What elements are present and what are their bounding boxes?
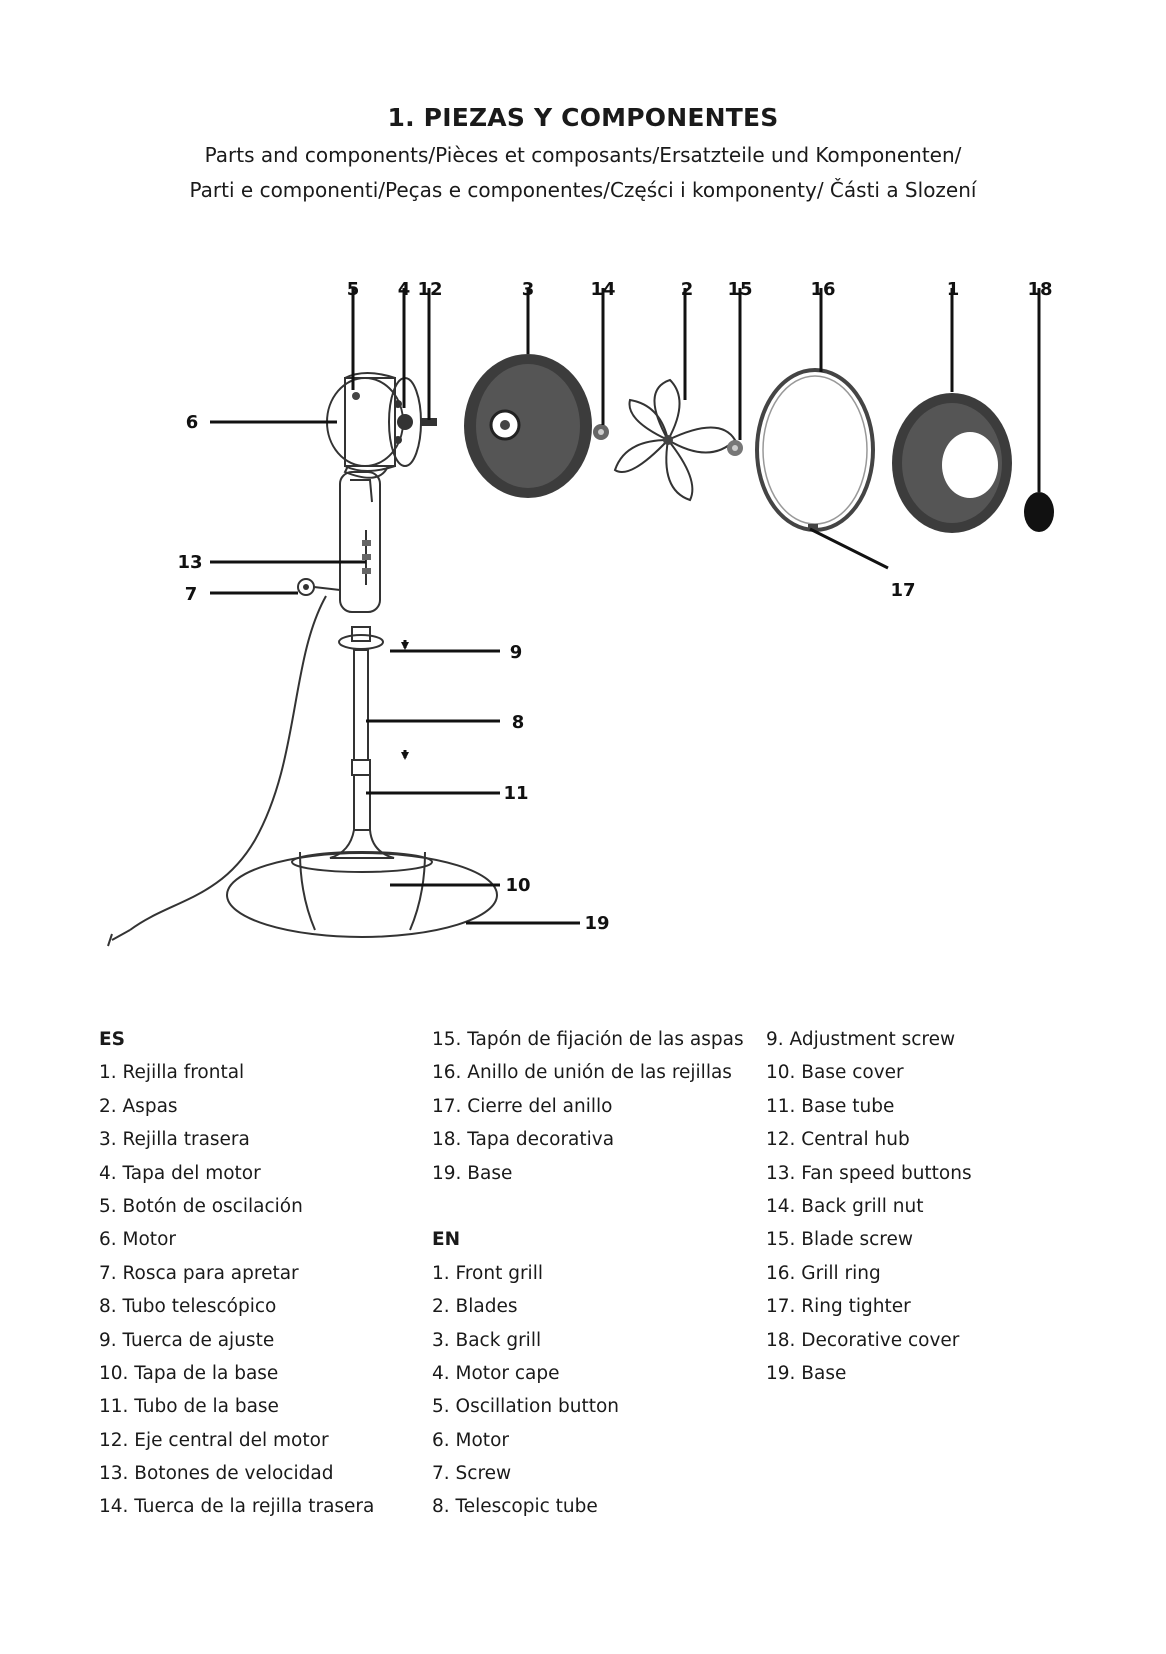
- front-grill: [892, 393, 1012, 533]
- list-item: 1. Front grill: [432, 1262, 543, 1284]
- list-item: 10. Tapa de la base: [99, 1362, 279, 1384]
- callout-2: 2: [681, 279, 694, 300]
- list-item: 8. Telescopic tube: [432, 1496, 598, 1518]
- callout-5: 5: [347, 279, 360, 300]
- list-item: 18. Decorative cover: [766, 1329, 960, 1351]
- callout-19: 19: [584, 913, 609, 934]
- list-item: 3. Rejilla trasera: [99, 1129, 250, 1151]
- list-item: 4. Tapa del motor: [99, 1162, 261, 1184]
- back-grill: [464, 354, 592, 498]
- telescopic-tube: [351, 649, 409, 776]
- callout-9: 9: [510, 642, 523, 663]
- fan-neck-speed-panel: [339, 465, 389, 613]
- blade-screw: [727, 440, 743, 456]
- list-item: 6. Motor: [99, 1229, 176, 1251]
- list-item: 11. Tubo de la base: [99, 1396, 279, 1418]
- list-item: 5. Botón de oscilación: [99, 1195, 303, 1217]
- base-tube: [329, 774, 395, 859]
- parts-list-column-2: 15. Tapón de fijación de las aspas 16. A…: [432, 1023, 744, 1524]
- list-item: 6. Motor: [432, 1429, 509, 1451]
- list-item: 14. Tuerca de la rejilla trasera: [99, 1496, 375, 1518]
- list-item: 1. Rejilla frontal: [99, 1062, 245, 1084]
- page-title: 1. PIEZAS Y COMPONENTES: [387, 103, 779, 132]
- callout-12: 12: [417, 279, 442, 300]
- page-subtitle-line-1: Parts and components/Pièces et composant…: [204, 143, 962, 167]
- list-item: 19. Base: [766, 1362, 847, 1384]
- list-item: 19. Base: [432, 1162, 513, 1184]
- language-heading-es: ES: [99, 1029, 125, 1050]
- list-spacer: [432, 1190, 744, 1223]
- list-item: 12. Central hub: [766, 1129, 910, 1151]
- list-item: 4. Motor cape: [432, 1362, 560, 1384]
- back-grill-nut: [593, 424, 609, 440]
- list-item: 3. Back grill: [432, 1329, 542, 1351]
- callout-11: 11: [503, 783, 528, 804]
- callout-3: 3: [522, 279, 535, 300]
- list-item: 17. Ring tighter: [766, 1296, 911, 1318]
- callout-6: 6: [186, 412, 199, 433]
- parts-list-column-3: 9. Adjustment screw 10. Base cover 11. B…: [766, 1023, 972, 1390]
- callout-8: 8: [512, 712, 525, 733]
- list-item: 7. Screw: [432, 1463, 512, 1485]
- callout-13: 13: [177, 552, 202, 573]
- list-item: 9. Tuerca de ajuste: [99, 1329, 275, 1351]
- callout-4: 4: [398, 279, 411, 300]
- callout-14: 14: [590, 279, 615, 300]
- list-item: 16. Anillo de unión de las rejillas: [432, 1062, 732, 1084]
- tightening-screw: [297, 578, 341, 596]
- list-item: 15. Tapón de fijación de las aspas: [432, 1029, 744, 1050]
- list-item: 13. Fan speed buttons: [766, 1162, 972, 1184]
- power-cord: [107, 595, 327, 947]
- list-item: 18. Tapa decorativa: [432, 1129, 615, 1151]
- callout-17: 17: [890, 580, 915, 601]
- list-item: 15. Blade screw: [766, 1229, 913, 1251]
- motor-housing: [326, 372, 437, 472]
- list-item: 11. Base tube: [766, 1095, 895, 1117]
- callout-1: 1: [947, 279, 960, 300]
- list-item: 12. Eje central del motor: [99, 1429, 329, 1451]
- page-subtitle-line-2: Parti e componenti/Peças e componentes/C…: [189, 178, 977, 202]
- fan-exploded-diagram: 5 4 12 3 14 2 15 16 1 18 6 13 7 17 9 8 1…: [107, 279, 1054, 947]
- list-item: 13. Botones de velocidad: [99, 1463, 334, 1485]
- callout-15: 15: [727, 279, 752, 300]
- list-item: 9. Adjustment screw: [766, 1029, 956, 1050]
- list-item: 2. Aspas: [99, 1095, 178, 1117]
- callout-18: 18: [1027, 279, 1052, 300]
- fan-base: [226, 851, 498, 938]
- callout-10: 10: [505, 875, 530, 896]
- adjustment-nut: [338, 626, 409, 650]
- list-item: 8. Tubo telescópico: [99, 1296, 277, 1318]
- list-item: 5. Oscillation button: [432, 1396, 619, 1418]
- decorative-cover: [1024, 492, 1054, 532]
- list-item: 17. Cierre del anillo: [432, 1095, 613, 1117]
- callout-7: 7: [185, 584, 198, 605]
- parts-list-column-1: ES 1. Rejilla frontal 2. Aspas 3. Rejill…: [99, 1023, 374, 1524]
- fan-blades: [613, 378, 737, 502]
- grill-ring: [755, 368, 875, 532]
- list-item: 14. Back grill nut: [766, 1195, 924, 1217]
- list-item: 16. Grill ring: [766, 1262, 881, 1284]
- callout-16: 16: [810, 279, 835, 300]
- language-heading-en: EN: [432, 1229, 461, 1251]
- leader-lines: [210, 288, 1041, 925]
- list-item: 2. Blades: [432, 1296, 518, 1318]
- list-item: 7. Rosca para apretar: [99, 1262, 299, 1284]
- list-item: 10. Base cover: [766, 1062, 904, 1084]
